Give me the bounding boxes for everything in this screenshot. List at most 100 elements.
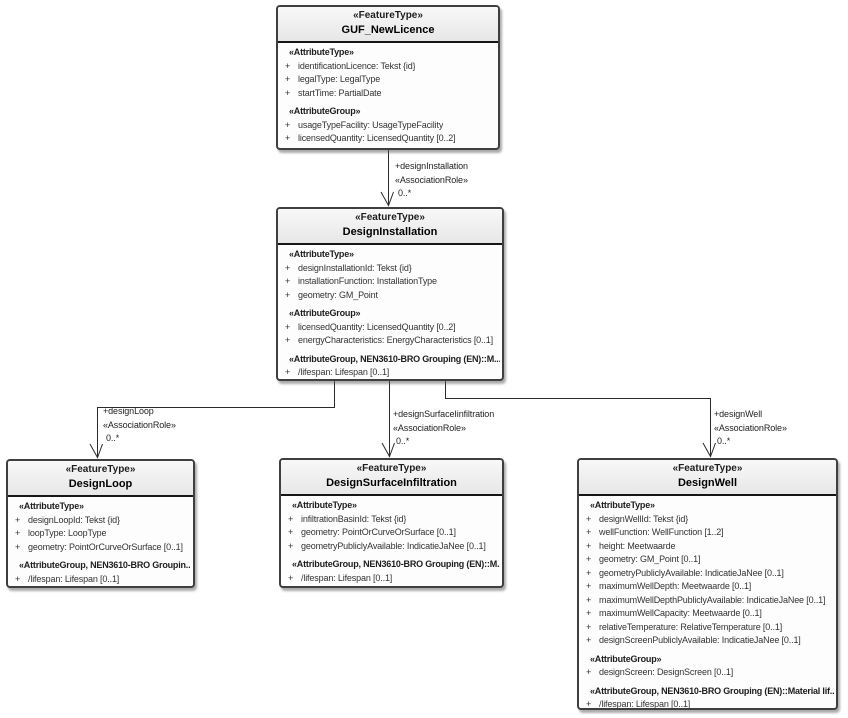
visibility-symbol: + — [285, 367, 291, 377]
section-header: «AttributeGroup, NEN3610-BRO Grouping (E… — [289, 353, 500, 364]
attribute-row: +/lifespan: Lifespan [0..1] — [283, 572, 500, 586]
visibility-symbol: + — [586, 699, 592, 709]
visibility-symbol: + — [15, 514, 21, 525]
attribute-row: + designWellId: Tekst {id} — [581, 513, 834, 527]
class-name: GUF_NewLicence — [341, 24, 435, 36]
open-arrowhead-icon — [380, 191, 394, 207]
visibility-symbol: + — [285, 87, 291, 98]
association-multiplicity: 0..* — [717, 436, 731, 446]
class-header: «FeatureType» DesignSurfaceInfiltration — [281, 460, 502, 496]
attribute-text: legalType: LegalType — [298, 74, 381, 84]
class-designinstallation: «FeatureType» DesignInstallation «Attrib… — [276, 207, 504, 381]
visibility-symbol: + — [285, 276, 291, 286]
class-stereotype: «FeatureType» — [353, 10, 423, 21]
class-header: «FeatureType» DesignWell — [579, 460, 836, 496]
visibility-symbol: + — [285, 119, 291, 130]
class-name: DesignInstallation — [342, 226, 438, 238]
visibility-symbol: + — [288, 572, 294, 583]
attribute-row: +/lifespan: Lifespan [0..1] — [280, 366, 500, 379]
attribute-row: +height: Meetwaarde — [581, 540, 834, 554]
visibility-symbol: + — [586, 513, 592, 524]
attribute-text: geometry: GM_Point — [298, 289, 378, 300]
association-label-designsurfaceinfiltration: +designSurfaceIinfiltration «Association… — [393, 408, 494, 449]
class-attributes: «AttributeType» + designLoopId: Tekst {id}… — [8, 497, 193, 586]
association-role: +designInstallation — [395, 161, 468, 171]
attribute-row: +licensedQuantity: LicensedQuantity [0..… — [280, 321, 500, 335]
attribute-row: + maximumWellDepth: Meetwaarde [0..1] — [581, 580, 834, 594]
attribute-row: +maximumWellDepthPubliclyAvailable: Indi… — [581, 594, 834, 608]
association-label-designwell: +designWell «AssociationRole» 0..* — [714, 408, 787, 449]
section-header: «AttributeType» — [19, 501, 84, 511]
attribute-text: licensedQuantity: LicensedQuantity [0..2… — [298, 321, 456, 332]
attribute-text: licensedQuantity: LicensedQuantity [0..2… — [298, 133, 456, 143]
attribute-row: +geometryPubliclyAvailable: IndicatieJaN… — [581, 567, 834, 581]
visibility-symbol: + — [285, 133, 291, 143]
visibility-symbol: + — [285, 74, 291, 84]
visibility-symbol: + — [285, 262, 291, 273]
attribute-row: +geometryPubliclyAvailable: IndicatieJaN… — [283, 540, 500, 554]
attribute-text: wellFunction: WellFunction [1..2] — [599, 527, 724, 537]
class-name: DesignLoop — [68, 478, 133, 490]
attribute-row: + energyCharacteristics: EnergyCharacteri… — [280, 334, 500, 348]
attribute-row: + loopType: LoopType — [10, 527, 191, 541]
attribute-row: + geometry: GM_Point [0..1] — [581, 553, 834, 567]
attribute-text: geometry: PointOrCurveOrSurface [0..1] — [301, 527, 456, 537]
attribute-row: + licensedQuantity: LicensedQuantity [0..… — [280, 132, 496, 146]
class-attributes: «AttributeType» +infiltrationBasinId: Tek… — [281, 496, 502, 586]
visibility-symbol: + — [15, 528, 21, 538]
section-header: «AttributeGroup, NEN3610-BRO Groupin... — [19, 560, 191, 570]
class-header: «FeatureType» DesignLoop — [8, 461, 193, 497]
attribute-row: +designScreen: DesignScreen [0..1] — [581, 666, 834, 680]
attribute-text: energyCharacteristics: EnergyCharacteris… — [298, 335, 493, 345]
attribute-row: +relativeTemperature: RelativeTemperatur… — [581, 621, 834, 635]
association-line-designinstallation — [380, 150, 394, 207]
visibility-symbol: + — [586, 635, 592, 645]
attribute-row: +maximumWellCapacity: Meetwaarde [0..1] — [581, 607, 834, 621]
attribute-text: /lifespan: Lifespan [0..1] — [599, 699, 691, 709]
attribute-row: +infiltrationBasinId: Tekst {id} — [283, 513, 500, 527]
class-stereotype: «FeatureType» — [356, 463, 427, 474]
attribute-text: usageTypeFacility: UsageTypeFacility — [298, 119, 444, 130]
visibility-symbol: + — [15, 541, 21, 552]
association-role: +designWell — [714, 409, 763, 419]
attribute-text: startTime: PartialDate — [298, 87, 382, 98]
attribute-text: identificationLicence: Tekst {id} — [298, 60, 416, 71]
attribute-text: designLoopId: Tekst {id} — [28, 514, 120, 525]
attribute-text: designInstallationId: Tekst {id} — [298, 262, 412, 273]
attribute-row: +geometry: PointOrCurveOrSurface [0..1] — [10, 541, 191, 555]
attribute-text: loopType: LoopType — [28, 528, 107, 538]
association-stereotype: «AssociationRole» — [395, 174, 468, 185]
section-header: «AttributeType» — [289, 249, 354, 259]
visibility-symbol: + — [586, 554, 592, 564]
visibility-symbol: + — [285, 335, 291, 345]
association-stereotype: «AssociationRole» — [714, 422, 787, 433]
attribute-text: maximumWellDepth: Meetwaarde [0..1] — [599, 581, 752, 591]
class-designsurfaceinfiltration: «FeatureType» DesignSurfaceInfiltration … — [279, 458, 504, 588]
class-header: «FeatureType» GUF_NewLicence — [278, 7, 498, 43]
attribute-row: + /lifespan: Lifespan [0..1] — [581, 698, 834, 709]
association-role: +designLoop — [103, 406, 154, 416]
section-header: «AttributeGroup» — [289, 106, 361, 116]
section-header: «AttributeGroup» — [590, 653, 662, 664]
association-stereotype: «AssociationRole» — [103, 419, 176, 430]
section-header: «AttributeType» — [292, 500, 357, 510]
class-name: DesignSurfaceInfiltration — [326, 477, 457, 489]
association-label-designloop: +designLoop «AssociationRole» 0..* — [103, 405, 176, 446]
visibility-symbol: + — [586, 594, 592, 605]
visibility-symbol: + — [285, 289, 291, 300]
section-header: «AttributeGroup, NEN3610-BRO Grouping (E… — [590, 685, 834, 696]
attribute-text: designWellId: Tekst {id} — [599, 513, 689, 524]
association-stereotype: «AssociationRole» — [393, 422, 466, 433]
attribute-row: + legalType: LegalType — [280, 73, 496, 87]
class-designwell: «FeatureType» DesignWell «AttributeType»… — [577, 458, 838, 710]
attribute-text: relativeTemperature: RelativeTemperature… — [599, 621, 783, 632]
attribute-text: /lifespan: Lifespan [0..1] — [28, 573, 120, 584]
visibility-symbol: + — [288, 527, 294, 537]
attribute-text: geometry: GM_Point [0..1] — [599, 554, 701, 564]
class-designloop: «FeatureType» DesignLoop «AttributeType»… — [6, 459, 195, 588]
attribute-row: +designScreenPubliclyAvailable: Indicati… — [581, 634, 834, 648]
visibility-symbol: + — [586, 581, 592, 591]
class-guf-newlicence: «FeatureType» GUF_NewLicence «AttributeT… — [276, 5, 500, 150]
